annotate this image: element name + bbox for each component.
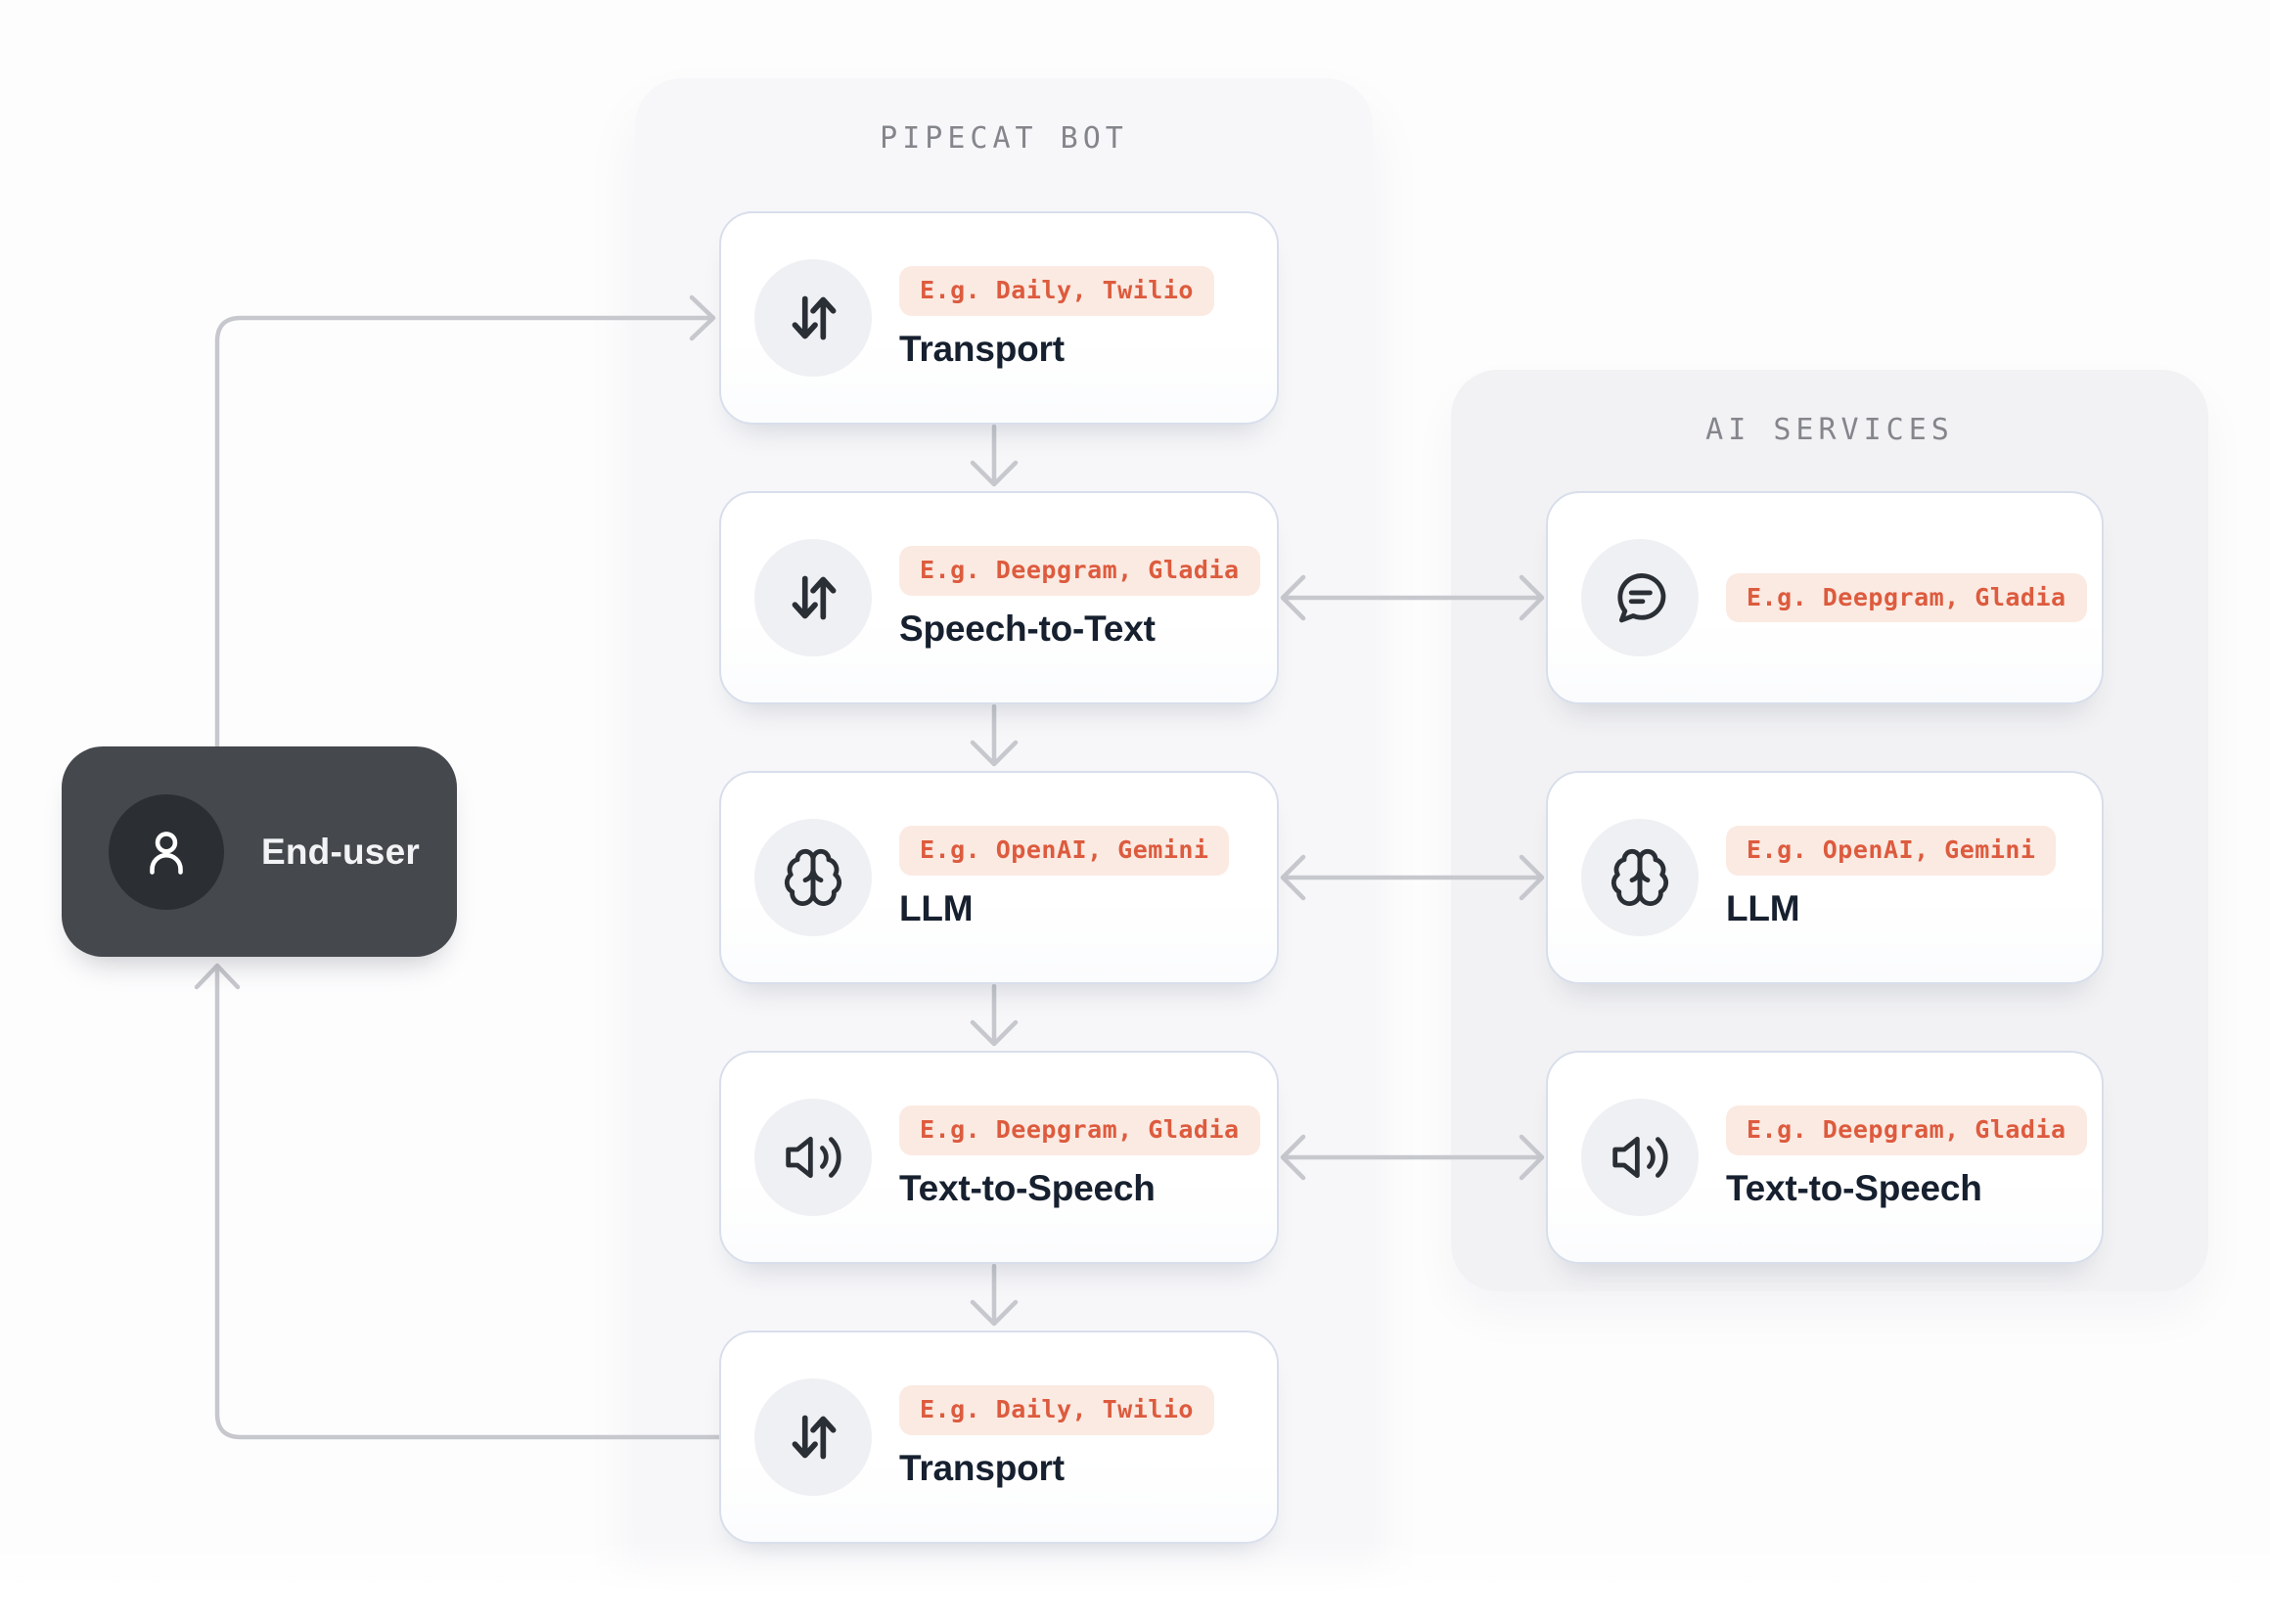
card-transport-in: E.g. Daily, Twilio Transport (719, 211, 1279, 425)
card-llm: E.g. OpenAI, Gemini LLM (719, 771, 1279, 984)
card-badge: E.g. OpenAI, Gemini (899, 825, 1230, 876)
card-title: LLM (899, 887, 974, 928)
person-icon (150, 831, 183, 875)
card-badge: E.g. Deepgram, Gladia (1726, 572, 2087, 623)
card-icon-circle (1581, 539, 1699, 656)
card-icon-circle (754, 259, 872, 377)
ai-services-panel-title: AI SERVICES (1705, 413, 1954, 447)
brain-icon (784, 848, 842, 907)
card-title: LLM (1726, 887, 1800, 928)
card-badge: E.g. Daily, Twilio (899, 1384, 1214, 1435)
card-text-to-speech: E.g. Deepgram, Gladia Text-to-Speech (719, 1051, 1279, 1264)
updown-arrows-icon (792, 295, 837, 340)
card-title: Text-to-Speech (899, 1167, 1156, 1208)
pipecat-bot-panel-title: PIPECAT BOT (880, 121, 1128, 156)
card-title: Transport (899, 328, 1065, 369)
card-icon-circle (1581, 819, 1699, 936)
card-title: Speech-to-Text (899, 608, 1156, 649)
ai-card-llm: E.g. OpenAI, Gemini LLM (1546, 771, 2104, 984)
card-icon-circle (1581, 1099, 1699, 1216)
card-title: Text-to-Speech (1726, 1167, 1982, 1208)
card-title: Transport (899, 1447, 1065, 1488)
card-badge: E.g. Deepgram, Gladia (1726, 1105, 2087, 1155)
card-badge: E.g. Daily, Twilio (899, 265, 1214, 316)
card-badge: E.g. Deepgram, Gladia (899, 1105, 1260, 1155)
ai-card-speech-to-text: E.g. Deepgram, Gladia (1546, 491, 2104, 704)
card-transport-out: E.g. Daily, Twilio Transport (719, 1331, 1279, 1544)
card-badge: E.g. OpenAI, Gemini (1726, 825, 2057, 876)
card-speech-to-text: E.g. Deepgram, Gladia Speech-to-Text (719, 491, 1279, 704)
card-icon-circle (754, 539, 872, 656)
bottom-fade (0, 1540, 2270, 1624)
speaker-icon (1612, 1136, 1668, 1179)
arrowhead-into-enduser (194, 963, 241, 990)
updown-arrows-icon (792, 1415, 837, 1460)
updown-arrows-icon (792, 575, 837, 620)
brain-icon (1611, 848, 1669, 907)
ai-card-text-to-speech: E.g. Deepgram, Gladia Text-to-Speech (1546, 1051, 2104, 1264)
chat-bubble-icon (1617, 573, 1666, 623)
card-icon-circle (754, 1099, 872, 1216)
end-user-node: End-user (62, 746, 457, 957)
end-user-label: End-user (261, 831, 420, 872)
card-icon-circle (754, 819, 872, 936)
end-user-avatar (109, 793, 224, 910)
card-icon-circle (754, 1378, 872, 1496)
card-badge: E.g. Deepgram, Gladia (899, 545, 1260, 596)
speaker-icon (786, 1136, 841, 1179)
